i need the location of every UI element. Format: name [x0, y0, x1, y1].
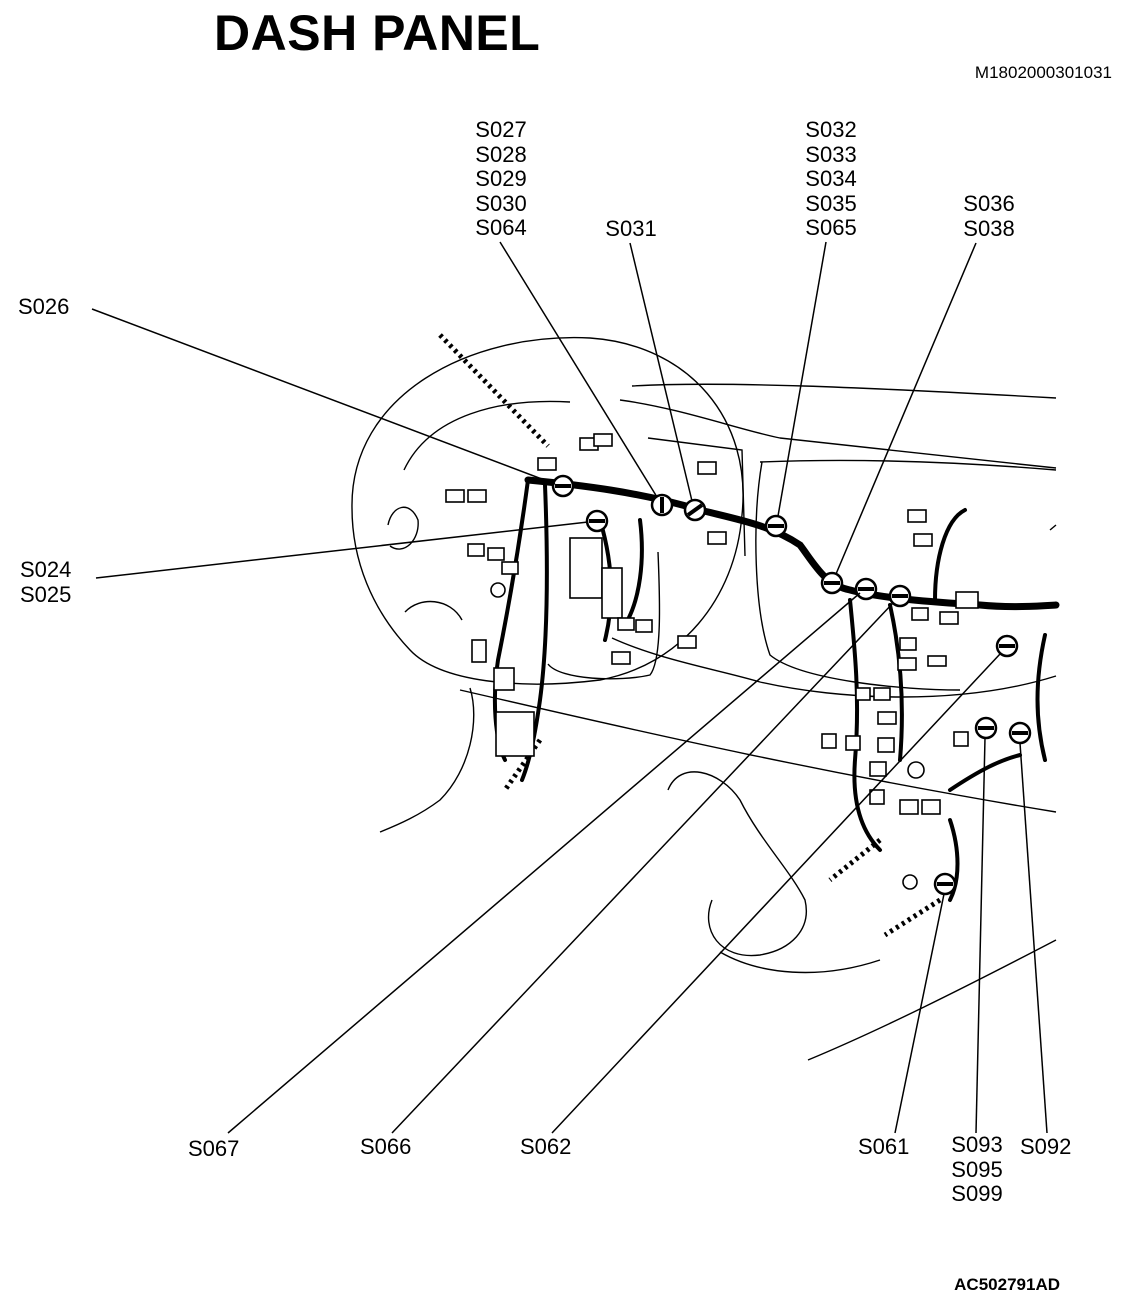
label-s061: S061	[858, 1134, 910, 1159]
connectors	[445, 433, 979, 890]
label-s066: S066	[360, 1134, 412, 1159]
label-s032-group: S032 S033 S034 S035 S065	[805, 117, 857, 240]
label-s093-group: S093 S095 S099	[951, 1132, 1003, 1206]
label-s062: S062	[520, 1134, 572, 1159]
label-s026: S026	[18, 294, 70, 319]
steering-wheel	[351, 333, 744, 685]
splice-markers	[551, 474, 1032, 896]
leader-lines	[91, 241, 1048, 1134]
label-s027-group: S027 S028 S029 S030 S064	[475, 117, 527, 240]
figure-id: AC502791AD	[954, 1275, 1060, 1294]
document-id: M1802000301031	[974, 63, 1112, 82]
label-s036-group: S036 S038	[963, 191, 1015, 241]
page-title: DASH PANEL	[214, 5, 541, 61]
label-s092: S092	[1020, 1134, 1072, 1159]
label-s067: S067	[188, 1136, 240, 1161]
label-s031: S031	[605, 216, 657, 241]
label-s024-group: S024 S025	[20, 557, 72, 607]
dashboard-outline	[379, 383, 1057, 1061]
